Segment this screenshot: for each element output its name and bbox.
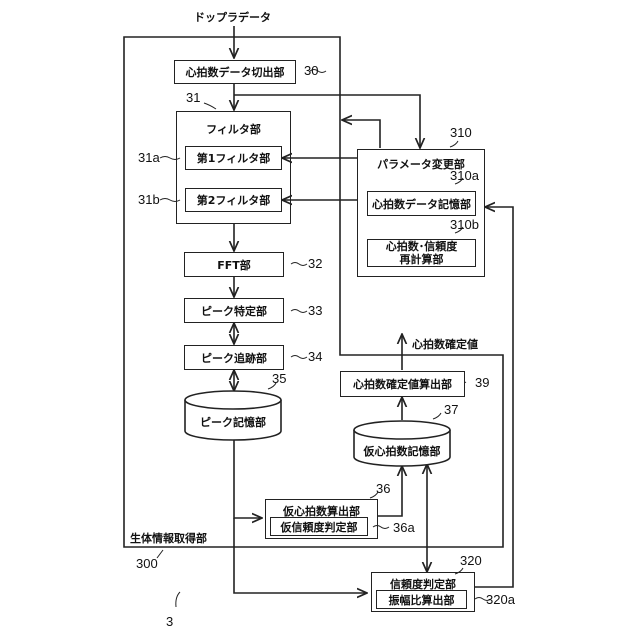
ref-31: 31 [186,90,200,105]
ref-320: 320 [460,553,482,568]
ref-310b: 310b [450,217,479,232]
ref-36: 36 [376,481,390,496]
block-heart-rate-reliability-recalc: 心拍数･信頼度 再計算部 [367,239,476,267]
output-label-confirmed-heart-rate: 心拍数確定値 [412,336,478,352]
block-confirmed-heart-rate-calculator: 心拍数確定値算出部 [340,371,465,397]
ref-32: 32 [308,256,322,271]
ref-39: 39 [475,375,489,390]
input-label-doppler-data: ドップラデータ [194,9,271,25]
ref-320a: 320a [486,592,515,607]
ref-35: 35 [272,371,286,386]
block-provisional-reliability-judge: 仮信頼度判定部 [270,517,368,536]
ref-37: 37 [444,402,458,417]
ref-300: 300 [136,556,158,571]
block-peak-identification: ピーク特定部 [184,298,284,323]
ref-310a: 310a [450,168,479,183]
block-amplitude-ratio-calculator: 振幅比算出部 [376,590,467,609]
recalc-label-line1: 心拍数･信頼度 [386,240,458,253]
block-fft: FFT部 [184,252,284,277]
block-first-filter: 第1フィルタ部 [185,146,282,170]
filter-unit-label: フィルタ部 [206,121,261,137]
ref-36a: 36a [393,520,415,535]
block-second-filter: 第2フィルタ部 [185,188,282,212]
block-heart-rate-data-storage: 心拍数データ記憶部 [367,191,476,216]
figure-ref-3: 3 [166,614,173,629]
system-label-biometric-acquisition: 生体情報取得部 [130,530,207,546]
ref-31b: 31b [138,192,160,207]
wire-310-up [342,120,380,148]
block-heart-rate-data-extractor: 心拍数データ切出部 [174,60,296,84]
ref-31a: 31a [138,150,160,165]
block-peak-storage: ピーク記憶部 [185,414,281,430]
wire-35-36 [234,437,262,518]
ref-310: 310 [450,125,472,140]
ref-30: 30 [304,63,318,78]
block-peak-tracking: ピーク追跡部 [184,345,284,370]
ref-34: 34 [308,349,322,364]
recalc-label-line2: 再計算部 [400,253,444,266]
ref-33: 33 [308,303,322,318]
block-provisional-heart-rate-storage: 仮心拍数記憶部 [354,443,450,459]
